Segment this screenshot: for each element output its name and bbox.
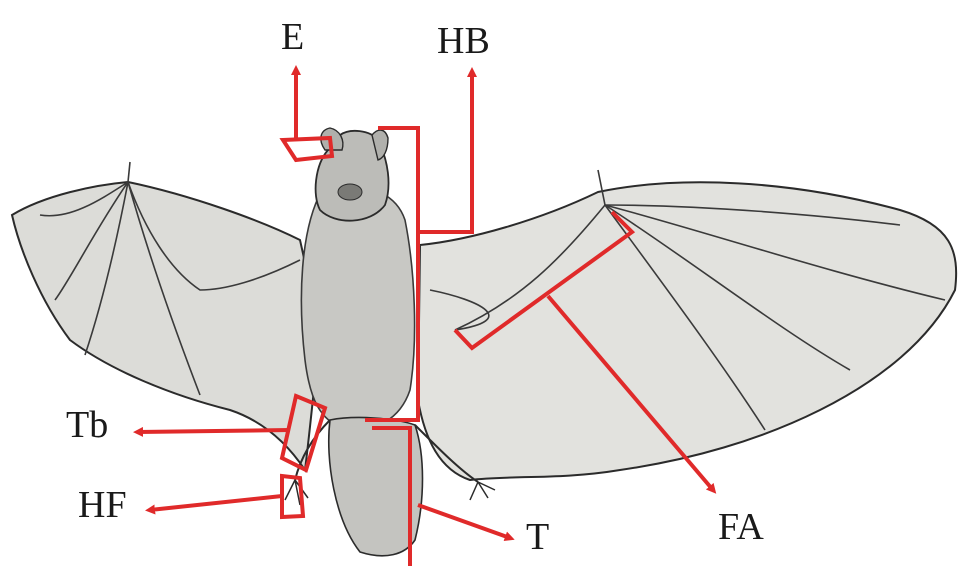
bat-body — [301, 186, 414, 430]
right-wing-membrane — [418, 182, 956, 480]
tibia-arrow — [138, 430, 290, 432]
left-wing-membrane — [12, 182, 320, 470]
label-tibia: Tb — [66, 406, 108, 444]
hind-foot-bracket — [282, 476, 303, 517]
tail-arrow — [418, 505, 510, 538]
right-foot — [470, 482, 495, 500]
label-head-body: HB — [437, 22, 490, 60]
label-forearm: FA — [718, 508, 764, 546]
bat-mouth — [338, 184, 362, 200]
label-tail: T — [526, 518, 549, 556]
head-body-connector — [418, 72, 472, 232]
label-ear: E — [281, 18, 304, 56]
left-foot — [285, 480, 308, 505]
label-hind-foot: HF — [78, 486, 127, 524]
hind-foot-arrow — [150, 496, 282, 510]
